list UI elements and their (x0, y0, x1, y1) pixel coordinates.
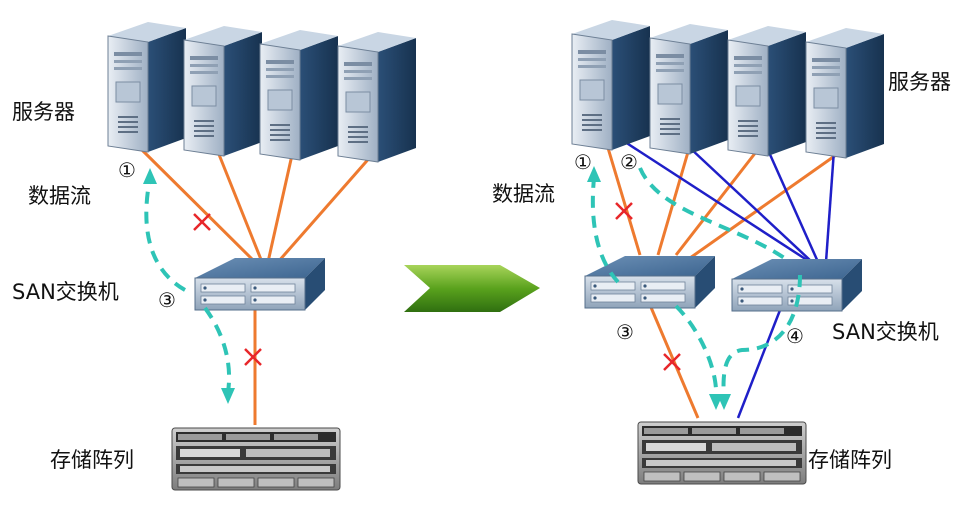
right-label-storage: 存储阵列 (808, 448, 892, 472)
left-storage-array (171, 427, 341, 491)
right-dataflow-path-4 (721, 274, 802, 399)
left-label-servers: 服务器 (12, 100, 75, 124)
right-dataflow-path-1 (590, 177, 620, 284)
right-link-s3-a (674, 151, 758, 256)
right-dataflow-path-2 (638, 167, 792, 264)
left-marker-3: ③ (158, 288, 176, 312)
left-failure-x-2 (243, 347, 263, 367)
right-dataflow-path-3 (674, 304, 719, 399)
right-server-2 (649, 23, 729, 155)
left-san-switch (194, 257, 326, 311)
left-link-server2 (216, 151, 264, 263)
left-server-4 (337, 31, 417, 163)
left-dataflow-arrowhead-down (221, 388, 235, 404)
right-label-servers: 服务器 (888, 70, 951, 94)
right-label-dataflow: 数据流 (492, 182, 555, 206)
left-label-storage: 存储阵列 (50, 448, 134, 472)
right-marker-3: ③ (616, 320, 634, 344)
right-dataflow-arrowhead-1 (587, 166, 601, 182)
left-failure-x-1 (192, 212, 212, 232)
right-marker-1: ① (574, 150, 592, 174)
left-server-3 (259, 29, 339, 161)
left-dataflow-path-down (203, 306, 232, 393)
right-link-s3-b (766, 149, 820, 263)
left-dataflow-arrowhead-up (143, 168, 157, 184)
right-server-1 (571, 19, 651, 151)
left-label-switch: SAN交换机 (12, 280, 119, 304)
right-link-b-storage (736, 304, 784, 419)
right-marker-2: ② (620, 150, 638, 174)
left-link-server3 (266, 154, 294, 263)
left-link-server4 (276, 154, 374, 263)
right-server-4 (805, 27, 885, 159)
left-server-1 (107, 21, 187, 153)
right-link-s4-b (824, 149, 836, 263)
left-marker-1: ① (118, 158, 136, 182)
left-dataflow-path-up (144, 177, 186, 292)
right-label-switch: SAN交换机 (832, 320, 939, 344)
right-server-3 (727, 25, 807, 157)
left-server-2 (183, 25, 263, 157)
right-marker-4: ④ (786, 324, 804, 348)
left-label-dataflow: 数据流 (28, 184, 91, 208)
right-storage-array (637, 421, 807, 485)
left-link-server1 (138, 146, 257, 264)
right-link-s2-b (689, 147, 813, 263)
right-dataflow-arrowhead-4 (717, 394, 731, 410)
transition-arrow-icon (404, 265, 540, 312)
right-link-s1-b (621, 138, 811, 264)
right-link-s4-a (689, 153, 837, 260)
right-link-s1-a (606, 147, 642, 256)
